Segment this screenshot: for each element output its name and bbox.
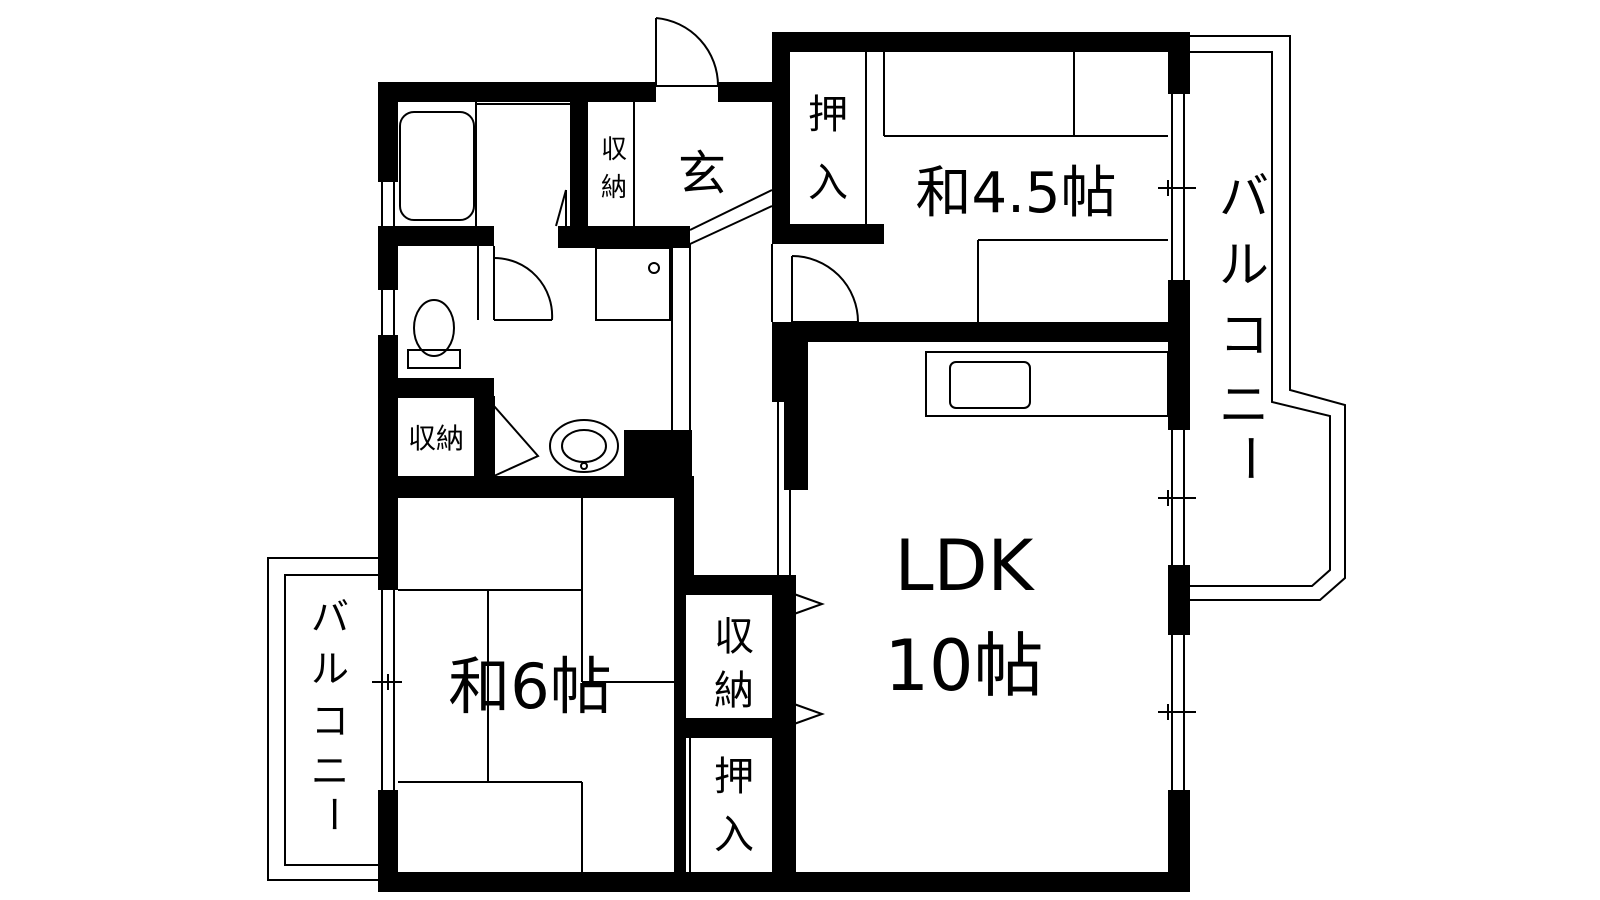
balcony-right-outline	[1188, 35, 1346, 601]
room-labels: 押 入 和4.5帖 玄 収 納 収納 LDK 10帖 和6帖 収 納 押 入	[408, 92, 1117, 858]
doors	[633, 17, 859, 872]
tatami-lines	[398, 52, 1168, 872]
balcony-right-char-2: ル	[1219, 236, 1269, 294]
balcony-left-outline	[267, 557, 390, 881]
room-ldk-name-label: LDK	[895, 525, 1036, 607]
oshiire-label-lower-2: 入	[714, 812, 754, 858]
room-washitsu-4-5-label: 和4.5帖	[915, 161, 1116, 226]
shuno-label-bath: 収納	[408, 422, 464, 455]
oshiire-label-upper-1: 押	[808, 92, 848, 138]
bathtub-fixture	[399, 102, 570, 227]
balcony-left-char-3: コ	[311, 699, 349, 743]
windows	[372, 94, 1196, 790]
room-ldk-size-label: 10帖	[884, 625, 1043, 707]
balcony-right-label: バ ル コ ニ ー	[1219, 168, 1278, 483]
balcony-left-label: バ ル コ ニ ー	[311, 595, 355, 833]
balcony-right-char-5: ー	[1220, 433, 1278, 483]
shuno-label-entrance-2: 納	[601, 173, 627, 203]
kitchen-sink-fixture	[925, 351, 1169, 417]
oshiire-label-upper-2: 入	[808, 160, 848, 206]
balcony-right-char-1: バ	[1219, 168, 1269, 226]
balcony-left-char-2: ル	[311, 647, 349, 691]
balcony-left-char-5: ー	[311, 795, 355, 833]
entrance-label: 玄	[678, 146, 726, 202]
shuno-label-closet-2: 納	[714, 668, 754, 714]
balcony-left-char-4: ニ	[311, 749, 349, 793]
shuno-label-closet-1: 収	[714, 614, 754, 660]
washbasin-fixture	[493, 247, 673, 477]
oshiire-label-lower-1: 押	[714, 754, 754, 800]
shuno-label-entrance-1: 収	[601, 135, 627, 165]
balcony-right-char-3: コ	[1219, 306, 1269, 364]
balcony-left-char-1: バ	[311, 595, 349, 639]
balcony-right-char-4: ニ	[1219, 376, 1269, 434]
room-washitsu-6-label: 和6帖	[448, 650, 611, 723]
toilet-fixture	[407, 246, 554, 369]
